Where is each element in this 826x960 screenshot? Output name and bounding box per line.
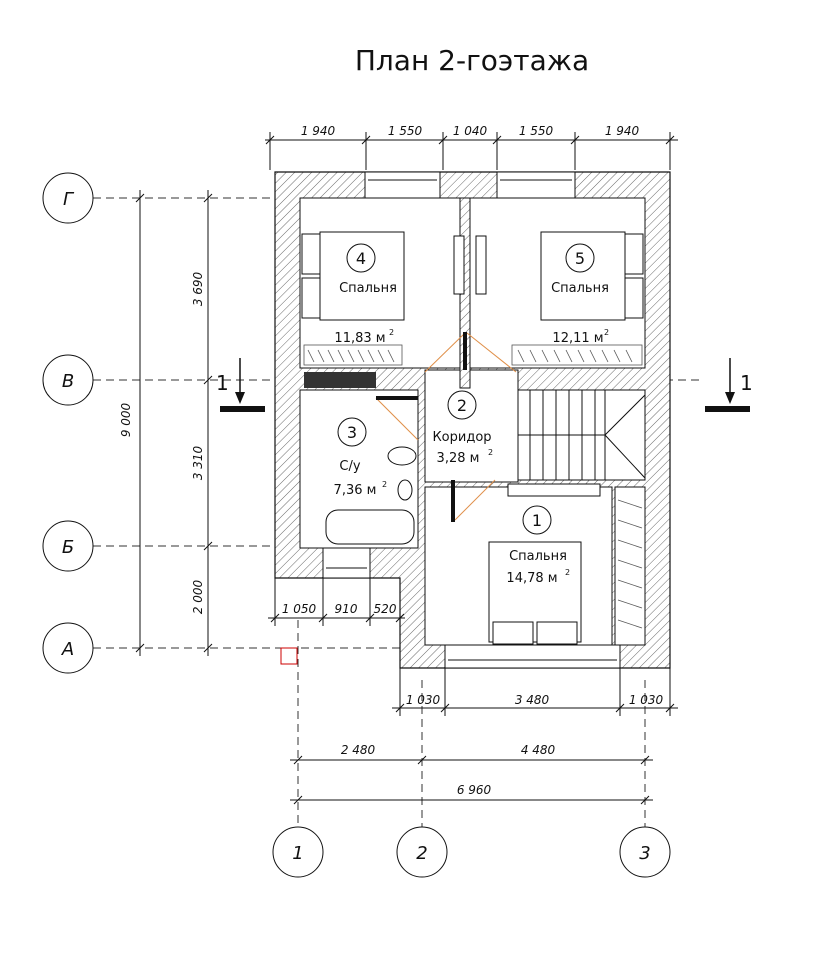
top-dimension-line [265, 132, 678, 170]
svg-text:1: 1 [532, 511, 542, 530]
svg-text:2: 2 [604, 328, 609, 337]
svg-text:Спальня: Спальня [551, 281, 609, 296]
svg-text:3: 3 [639, 843, 650, 864]
svg-text:В: В [62, 371, 74, 392]
svg-text:1: 1 [216, 371, 229, 395]
top-dim-2: 1 550 [388, 124, 423, 138]
door-swings [375, 332, 517, 522]
section-mark-left: 1 [216, 358, 265, 412]
room-4-label: 4 Спальня 11,83 м 2 [334, 243, 397, 346]
wardrobes [303, 344, 643, 629]
svg-text:А: А [61, 639, 74, 660]
svg-text:Спальня: Спальня [509, 549, 567, 564]
bath-dim-3: 520 [374, 602, 397, 616]
svg-text:14,78 м: 14,78 м [506, 571, 557, 586]
windows [322, 171, 621, 669]
svg-text:Спальня: Спальня [339, 281, 397, 296]
svg-text:2: 2 [565, 568, 570, 577]
left-dim-total: 9 000 [119, 402, 133, 437]
top-dim-5: 1 940 [605, 124, 640, 138]
svg-text:11,83 м: 11,83 м [334, 331, 385, 346]
room-3-label: 3 С/у 7,36 м 2 [334, 417, 387, 498]
bathtub [325, 509, 415, 545]
svg-text:5: 5 [575, 249, 585, 268]
left-dim-2: 3 310 [191, 445, 205, 480]
svg-text:Б: Б [62, 537, 74, 558]
svg-text:1: 1 [740, 371, 753, 395]
svg-text:12,11 м: 12,11 м [552, 331, 603, 346]
toilet [387, 446, 417, 466]
plan-title: План 2-гоэтажа [355, 44, 589, 77]
left-dim-3: 2 000 [191, 579, 205, 614]
svg-text:2: 2 [382, 480, 387, 489]
svg-text:Г: Г [63, 189, 75, 210]
bath-dim-1: 1 050 [282, 602, 317, 616]
bottom-dim-3: 1 030 [629, 693, 664, 707]
svg-text:2: 2 [457, 396, 467, 415]
room-2-label: 2 Коридор 3,28 м 2 [432, 390, 493, 466]
row-axis-bubbles: Г В Б А [42, 172, 94, 674]
svg-text:2: 2 [389, 328, 394, 337]
column-axis-lines [297, 620, 646, 827]
bottom-dim-5: 4 480 [521, 743, 556, 757]
bottom-dim-1: 1 030 [406, 693, 441, 707]
svg-text:Коридор: Коридор [432, 430, 491, 445]
bottom-dim-4: 2 480 [341, 743, 376, 757]
svg-text:С/у: С/у [339, 459, 360, 474]
column-axis-bubbles: 1 2 3 [272, 826, 671, 878]
svg-text:1: 1 [292, 843, 303, 864]
svg-text:3,28 м: 3,28 м [437, 451, 480, 466]
bottom-dim-total: 6 960 [457, 783, 492, 797]
section-mark-right: 1 [705, 358, 753, 412]
staircase [518, 390, 646, 480]
bath-dimension-line [268, 578, 405, 626]
svg-text:3: 3 [347, 423, 357, 442]
svg-text:7,36 м: 7,36 м [334, 483, 377, 498]
bottom-dimension-lines [290, 668, 678, 805]
bottom-dim-2: 3 480 [515, 693, 550, 707]
bath-dim-2: 910 [335, 602, 358, 616]
sink [397, 479, 413, 501]
room-5-label: 5 Спальня 12,11 м 2 [551, 243, 609, 346]
svg-text:2: 2 [488, 448, 493, 457]
left-dim-1: 3 690 [191, 271, 205, 306]
reference-point-marker [280, 647, 298, 665]
top-dim-4: 1 550 [519, 124, 554, 138]
svg-text:2: 2 [416, 843, 427, 864]
svg-text:4: 4 [356, 249, 366, 268]
room-1-label: 1 Спальня 14,78 м 2 [506, 505, 570, 586]
ventilation-shaft [304, 372, 376, 388]
top-dim-1: 1 940 [301, 124, 336, 138]
left-dimension-lines [135, 190, 213, 656]
top-dim-3: 1 040 [453, 124, 488, 138]
